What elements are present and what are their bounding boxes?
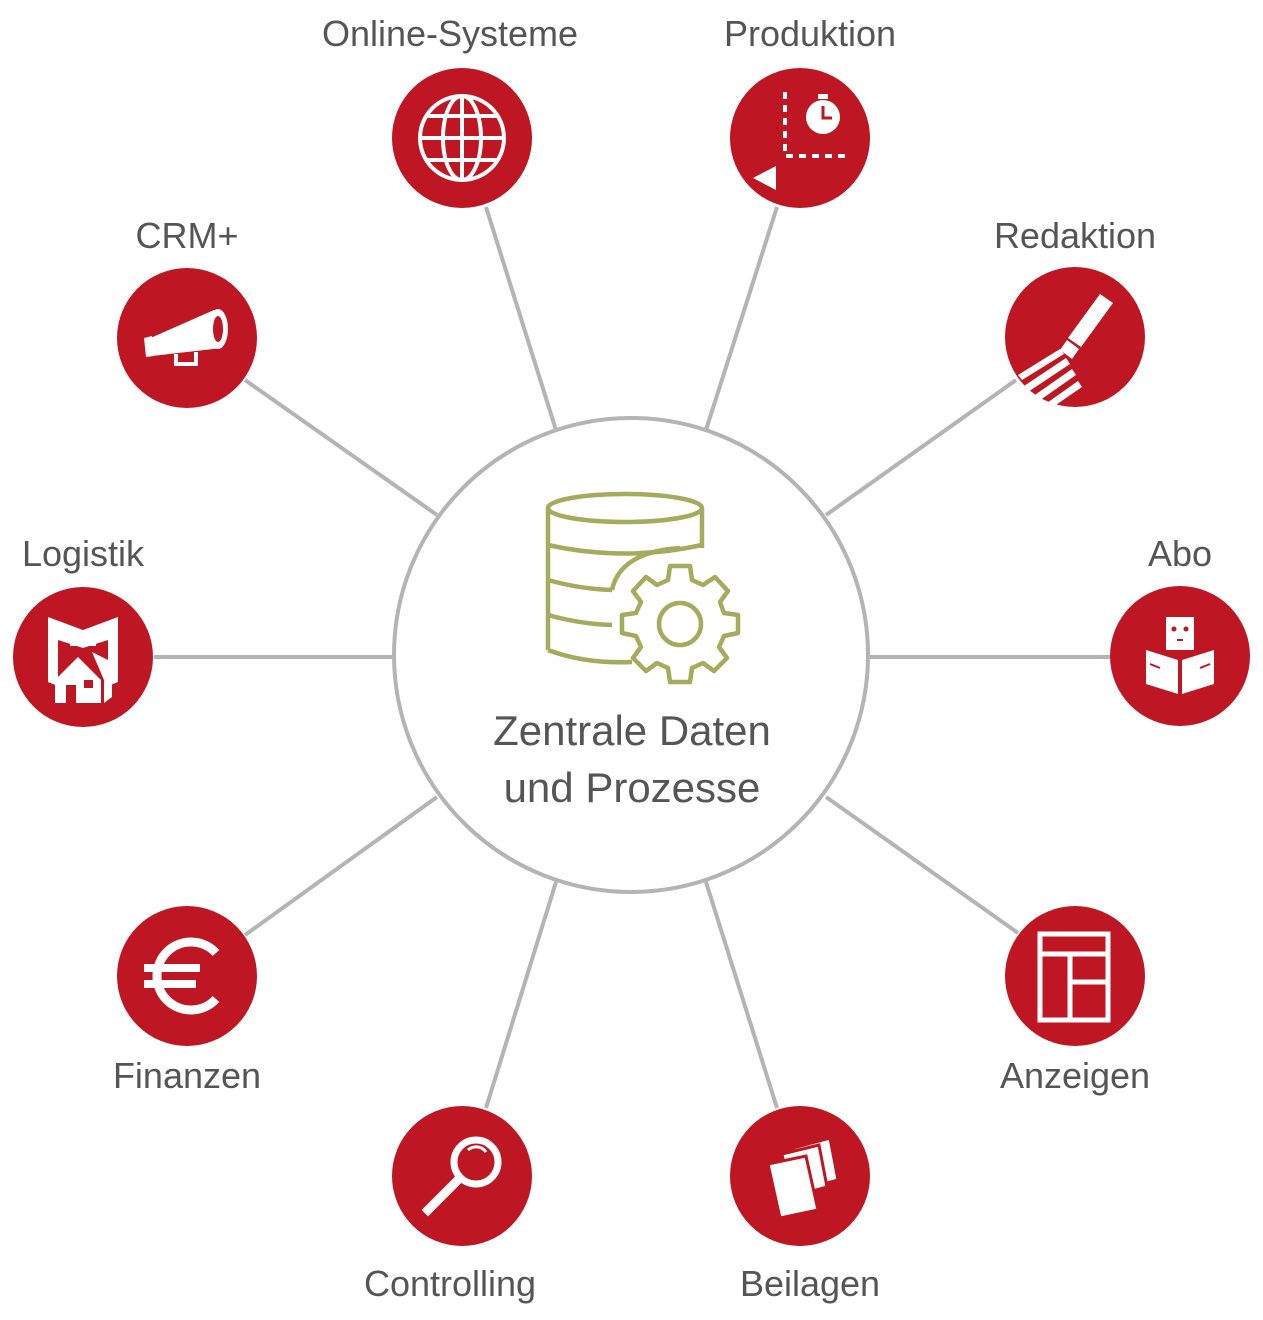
megaphone-icon	[144, 309, 228, 366]
center-title-line2: und Prozesse	[504, 764, 761, 811]
production-timer-icon	[753, 92, 850, 190]
reader-icon	[1146, 617, 1214, 694]
database-gear-icon	[545, 491, 741, 685]
node-label-redaktion: Redaktion	[994, 215, 1156, 256]
node-beilagen[interactable]: Beilagen	[730, 1106, 880, 1304]
magnifier-icon	[421, 1136, 502, 1217]
center-title-line1: Zentrale Daten	[493, 707, 771, 754]
node-produktion[interactable]: Produktion	[724, 13, 896, 208]
center-hub: Zentrale Daten und Prozesse	[392, 416, 870, 894]
node-crm[interactable]: CRM+	[117, 215, 257, 408]
spoke-online-systeme	[484, 206, 558, 431]
node-label-abo: Abo	[1148, 533, 1212, 574]
spoke-redaktion	[824, 378, 1018, 517]
node-label-online-systeme: Online-Systeme	[322, 13, 578, 54]
node-anzeigen[interactable]: Anzeigen	[1000, 906, 1150, 1096]
node-logistik[interactable]: Logistik	[13, 533, 153, 727]
spoke-anzeigen	[824, 795, 1020, 935]
node-label-produktion: Produktion	[724, 13, 896, 54]
layout-icon	[1037, 931, 1111, 1023]
node-abo[interactable]: Abo	[1110, 533, 1250, 726]
connector-lines	[154, 206, 1110, 1109]
euro-icon	[144, 937, 220, 1015]
spoke-crm	[243, 378, 439, 517]
pen-icon	[1018, 294, 1113, 409]
spoke-finanzen	[243, 795, 439, 937]
spoke-beilagen	[704, 881, 779, 1109]
node-controlling[interactable]: Controlling	[364, 1106, 536, 1304]
node-label-anzeigen: Anzeigen	[1000, 1055, 1150, 1096]
inserts-icon	[766, 1136, 840, 1220]
node-online-systeme[interactable]: Online-Systeme	[322, 13, 578, 208]
node-label-beilagen: Beilagen	[740, 1263, 880, 1304]
node-label-crm: CRM+	[135, 215, 238, 256]
node-label-finanzen: Finanzen	[113, 1055, 261, 1096]
globe-icon	[418, 94, 506, 182]
spoke-controlling	[484, 881, 558, 1109]
spoke-produktion	[704, 206, 779, 431]
node-finanzen[interactable]: Finanzen	[113, 906, 261, 1096]
node-redaktion[interactable]: Redaktion	[994, 215, 1156, 409]
node-label-controlling: Controlling	[364, 1263, 536, 1304]
node-label-logistik: Logistik	[22, 533, 145, 574]
delivery-house-icon	[48, 617, 118, 703]
